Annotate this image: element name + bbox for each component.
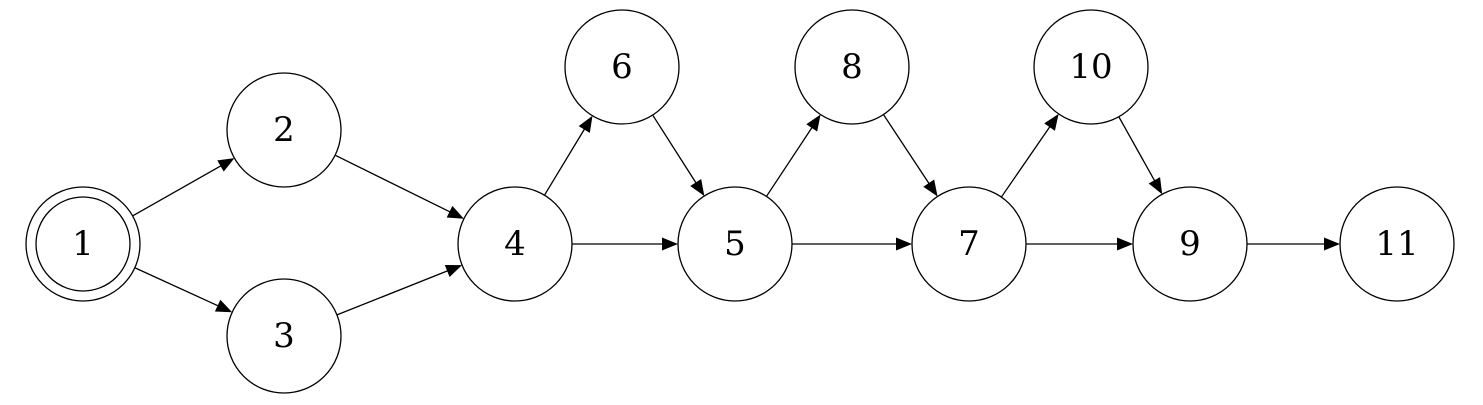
state-node-7: 7 bbox=[911, 186, 1027, 302]
arrowhead-icon bbox=[662, 237, 678, 251]
arrowhead-icon bbox=[923, 179, 938, 197]
state-label: 3 bbox=[273, 316, 295, 356]
edge-2-to-4 bbox=[334, 154, 464, 219]
state-label: 9 bbox=[1179, 224, 1201, 264]
edge-5-to-8 bbox=[765, 114, 821, 197]
state-inner-circle bbox=[35, 196, 131, 292]
state-label: 8 bbox=[841, 47, 863, 87]
edge-6-to-5 bbox=[652, 114, 705, 196]
state-label: 10 bbox=[1069, 47, 1112, 87]
edge-1-to-2 bbox=[132, 158, 235, 217]
edge-7-to-10 bbox=[1000, 113, 1059, 198]
edge-4-to-6 bbox=[543, 115, 593, 196]
arrowhead-icon bbox=[214, 299, 233, 313]
edges bbox=[132, 113, 1340, 316]
edge-line bbox=[543, 127, 586, 196]
state-circle bbox=[1339, 186, 1455, 302]
state-label: 1 bbox=[72, 224, 94, 264]
edge-3-to-4 bbox=[336, 264, 463, 316]
arrowhead-icon bbox=[1044, 113, 1059, 131]
edge-line bbox=[765, 125, 814, 197]
edge-5-to-7 bbox=[792, 237, 912, 251]
edge-4-to-5 bbox=[572, 237, 678, 251]
arrowhead-icon bbox=[444, 264, 463, 278]
edge-line bbox=[882, 114, 931, 186]
edge-8-to-7 bbox=[882, 114, 938, 197]
arrowhead-icon bbox=[217, 158, 235, 172]
state-circle bbox=[226, 278, 342, 394]
state-label: 6 bbox=[611, 47, 633, 87]
state-label: 2 bbox=[273, 110, 295, 150]
state-circle bbox=[457, 186, 573, 302]
state-node-8: 8 bbox=[794, 9, 910, 125]
state-node-11: 11 bbox=[1339, 186, 1455, 302]
arrowhead-icon bbox=[578, 115, 593, 133]
edge-1-to-3 bbox=[134, 267, 233, 313]
state-circle bbox=[1132, 186, 1248, 302]
edge-line bbox=[132, 164, 223, 217]
edge-line bbox=[336, 269, 450, 316]
state-node-6: 6 bbox=[564, 9, 680, 125]
state-label: 5 bbox=[724, 224, 746, 264]
edge-10-to-9 bbox=[1118, 116, 1163, 195]
state-node-10: 10 bbox=[1033, 9, 1149, 125]
state-circle bbox=[226, 72, 342, 188]
arrowhead-icon bbox=[1324, 237, 1340, 251]
arrowhead-icon bbox=[446, 205, 464, 219]
state-circle bbox=[794, 9, 910, 125]
state-node-1: 1 bbox=[25, 186, 141, 302]
edge-line bbox=[1000, 125, 1052, 198]
arrowhead-icon bbox=[1117, 237, 1133, 251]
state-node-4: 4 bbox=[457, 186, 573, 302]
edge-line bbox=[1118, 116, 1156, 183]
state-circle bbox=[911, 186, 1027, 302]
state-node-9: 9 bbox=[1132, 186, 1248, 302]
arrowhead-icon bbox=[1148, 177, 1163, 195]
edge-line bbox=[334, 154, 452, 214]
nodes: 1 2 3 4 5 6 7 8 9 10 11 bbox=[25, 9, 1455, 394]
state-label: 4 bbox=[504, 224, 526, 264]
state-circle bbox=[564, 9, 680, 125]
arrowhead-icon bbox=[806, 114, 821, 132]
state-label: 11 bbox=[1375, 224, 1418, 264]
edge-line bbox=[652, 114, 698, 185]
edge-7-to-9 bbox=[1026, 237, 1133, 251]
arrowhead-icon bbox=[896, 237, 912, 251]
state-label: 7 bbox=[958, 224, 980, 264]
state-node-2: 2 bbox=[226, 72, 342, 188]
edge-line bbox=[134, 267, 220, 308]
state-node-5: 5 bbox=[677, 186, 793, 302]
state-circle bbox=[1033, 9, 1149, 125]
edge-9-to-11 bbox=[1247, 237, 1340, 251]
state-circle bbox=[677, 186, 793, 302]
arrowhead-icon bbox=[690, 178, 705, 196]
state-node-3: 3 bbox=[226, 278, 342, 394]
